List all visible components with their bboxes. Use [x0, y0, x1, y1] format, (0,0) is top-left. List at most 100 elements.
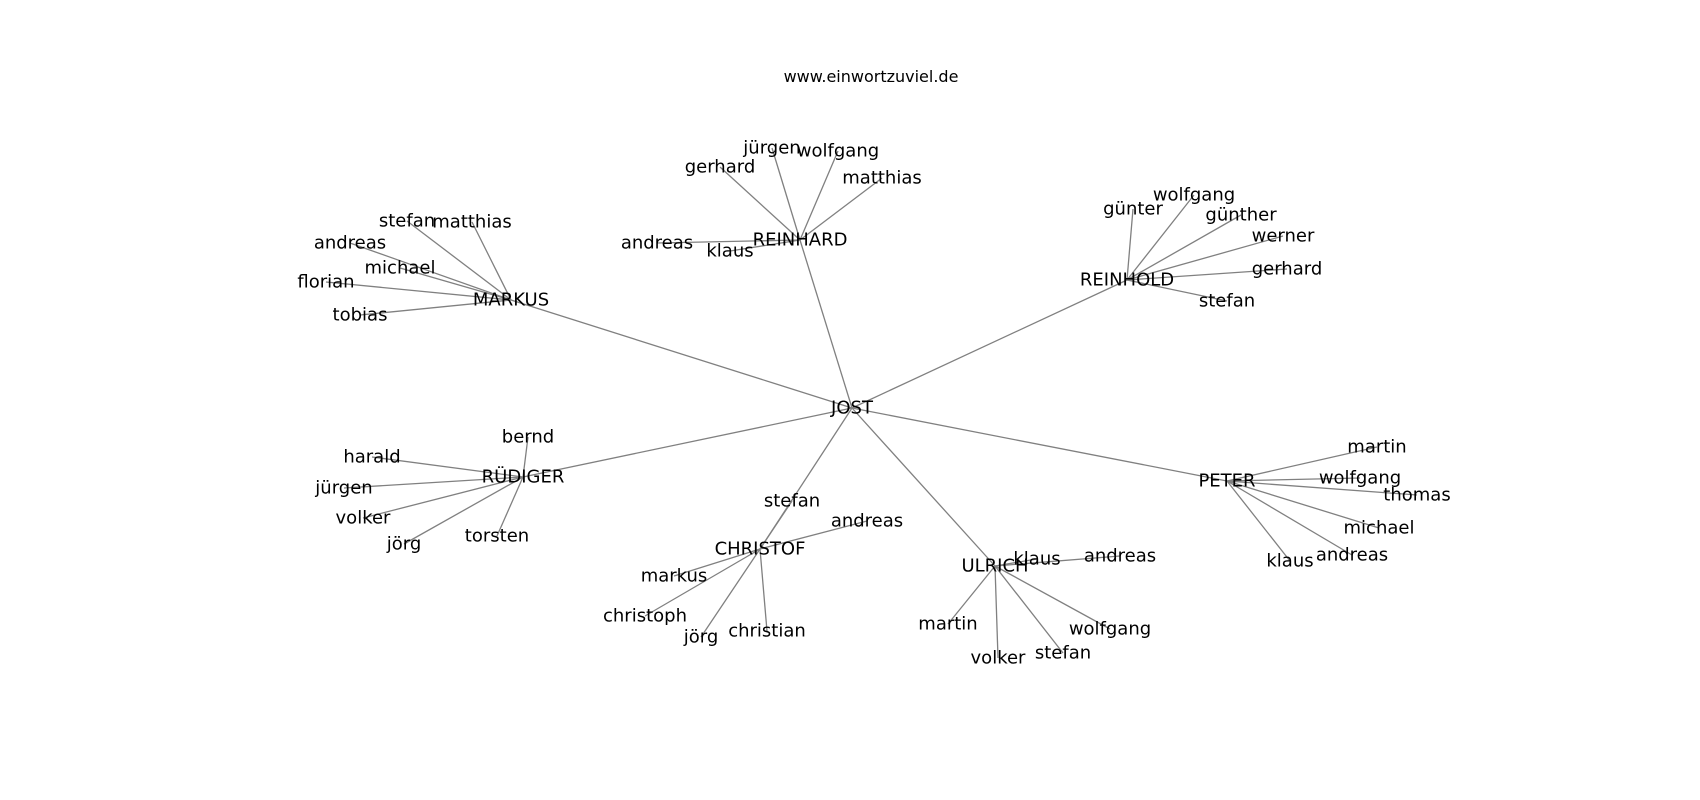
- edge-reinhold-werner: [1126, 235, 1284, 281]
- edge-root-markus: [510, 299, 853, 409]
- leaf-node-harald: harald: [343, 447, 400, 468]
- edge-reinhard-jurgen: [771, 147, 801, 241]
- leaf-node-markus: markus: [641, 566, 708, 587]
- hub-node-ulrich: ULRICH: [961, 556, 1028, 577]
- edge-ruediger-volker: [362, 476, 524, 519]
- leaf-node-florian: florian: [297, 272, 354, 293]
- leaf-node-andreas: andreas: [831, 511, 903, 532]
- hub-node-ruediger: RÜDIGER: [482, 466, 565, 488]
- edge-ulrich-stefan: [994, 565, 1064, 654]
- hub-node-reinhard: REINHARD: [753, 230, 848, 251]
- leaf-node-stefan: stefan: [1199, 291, 1255, 312]
- edge-reinhold-gunter: [1126, 208, 1134, 281]
- edge-reinhard-gerhard: [719, 166, 801, 241]
- edge-christof-andreas: [759, 520, 868, 550]
- edge-peter-martin: [1226, 446, 1378, 482]
- edge-reinhard-andreas: [656, 239, 801, 244]
- hub-node-reinhold: REINHOLD: [1080, 270, 1174, 291]
- edge-peter-thomas: [1226, 480, 1418, 496]
- edge-root-peter: [851, 407, 1228, 482]
- leaf-node-stefan: stefan: [764, 491, 820, 512]
- leaf-node-jorg: jörg: [386, 534, 422, 555]
- leaf-node-klaus: klaus: [1266, 551, 1313, 572]
- hub-node-peter: PETER: [1198, 471, 1255, 492]
- leaf-node-wolfgang: wolfgang: [1153, 185, 1235, 206]
- leaf-node-andreas: andreas: [621, 233, 693, 254]
- leaf-node-bernd: bernd: [502, 427, 554, 448]
- edge-christof-jorg: [700, 548, 761, 638]
- edge-ulrich-wolfgang: [994, 565, 1111, 630]
- edge-reinhold-wolfgang: [1126, 194, 1195, 281]
- edge-markus-tobias: [359, 299, 512, 316]
- edge-markus-florian: [325, 281, 512, 301]
- leaf-node-jurgen: jürgen: [314, 478, 372, 499]
- edge-ruediger-jorg: [403, 476, 524, 545]
- leaf-node-michael: michael: [1344, 518, 1415, 539]
- leaf-node-thomas: thomas: [1383, 485, 1450, 506]
- edge-peter-klaus: [1226, 480, 1291, 562]
- leaf-node-klaus: klaus: [1013, 549, 1060, 570]
- leaf-node-martin: martin: [918, 614, 977, 635]
- leaf-node-volker: volker: [971, 648, 1027, 669]
- leaf-node-wolfgang: wolfgang: [1069, 619, 1151, 640]
- leaf-node-michael: michael: [365, 258, 436, 279]
- hub-node-markus: MARKUS: [473, 290, 549, 311]
- edge-markus-andreas: [349, 242, 512, 301]
- leaf-node-andreas: andreas: [314, 233, 386, 254]
- edge-reinhold-gunther: [1126, 214, 1242, 281]
- edge-markus-matthias: [471, 221, 512, 301]
- edge-markus-stefan: [406, 220, 512, 301]
- leaf-node-matthias: matthias: [432, 212, 512, 233]
- leaf-node-wolfgang: wolfgang: [1319, 468, 1401, 489]
- leaf-node-tobias: tobias: [333, 305, 388, 326]
- leaf-node-stefan: stefan: [379, 211, 435, 232]
- leaf-node-klaus: klaus: [706, 241, 753, 262]
- leaf-node-gunter: günter: [1103, 199, 1163, 220]
- edge-ruediger-harald: [371, 456, 524, 478]
- leaf-node-torsten: torsten: [465, 526, 529, 547]
- edge-root-reinhard: [799, 239, 853, 409]
- edge-ulrich-andreas: [994, 555, 1121, 567]
- edge-ruediger-jurgen: [343, 476, 524, 489]
- leaf-node-matthias: matthias: [842, 168, 922, 189]
- leaf-node-gerhard: gerhard: [685, 157, 756, 178]
- leaf-node-martin: martin: [1347, 437, 1406, 458]
- leaf-node-wolfgang: wolfgang: [797, 141, 879, 162]
- leaf-node-werner: werner: [1252, 226, 1315, 247]
- leaf-node-christoph: christoph: [603, 606, 687, 627]
- edge-root-ulrich: [851, 407, 996, 567]
- edge-peter-michael: [1226, 480, 1380, 529]
- leaf-node-stefan: stefan: [1035, 643, 1091, 664]
- edge-reinhard-klaus: [729, 239, 801, 252]
- edge-ulrich-volker: [994, 565, 999, 659]
- leaf-node-gunther: günther: [1205, 205, 1277, 226]
- edge-ulrich-martin: [947, 565, 996, 625]
- edge-peter-wolfgang: [1226, 477, 1361, 482]
- root-node: JOST: [830, 398, 874, 419]
- edge-peter-andreas: [1226, 480, 1353, 556]
- edge-reinhard-matthias: [799, 177, 883, 241]
- hub-node-christof: CHRISTOF: [715, 539, 806, 560]
- edge-reinhard-wolfgang: [799, 150, 839, 241]
- edge-christof-markus: [673, 548, 761, 577]
- leaf-node-andreas: andreas: [1316, 545, 1388, 566]
- leaf-node-volker: volker: [336, 508, 392, 529]
- edge-reinhold-stefan: [1126, 279, 1228, 302]
- leaf-node-jorg: jörg: [683, 627, 719, 648]
- edge-christof-christian: [759, 548, 768, 632]
- leaf-node-christian: christian: [728, 621, 806, 642]
- edge-root-reinhold: [851, 279, 1128, 409]
- edge-christof-stefan: [759, 500, 793, 550]
- leaf-node-andreas: andreas: [1084, 546, 1156, 567]
- edge-christof-christoph: [644, 548, 761, 617]
- graph-edges: [325, 147, 1418, 659]
- edge-markus-michael: [399, 267, 512, 301]
- edge-root-ruediger: [522, 407, 853, 478]
- edge-ruediger-bernd: [522, 436, 529, 478]
- leaf-node-jurgen: jürgen: [742, 138, 800, 159]
- edge-reinhold-gerhard: [1126, 268, 1288, 281]
- leaf-node-gerhard: gerhard: [1252, 259, 1323, 280]
- graph-title: www.einwortzuviel.de: [784, 67, 959, 86]
